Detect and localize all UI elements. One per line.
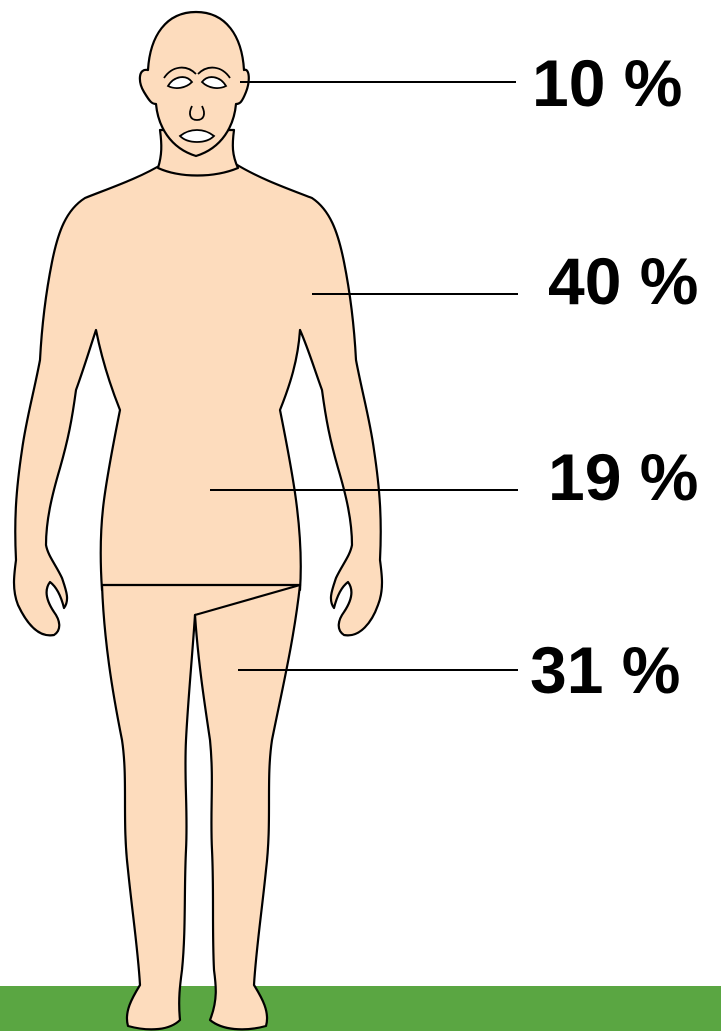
torso-percentage-label: 40 %	[548, 248, 698, 314]
human-figure	[14, 12, 382, 1029]
ground-strip	[0, 986, 721, 1031]
head-percentage-label: 10 %	[532, 50, 682, 116]
pelvis-percentage-label: 19 %	[548, 444, 698, 510]
legs-percentage-label: 31 %	[530, 637, 680, 703]
right-leg-outline	[195, 585, 300, 1029]
mouth	[180, 130, 214, 142]
torso-outline	[14, 163, 382, 635]
